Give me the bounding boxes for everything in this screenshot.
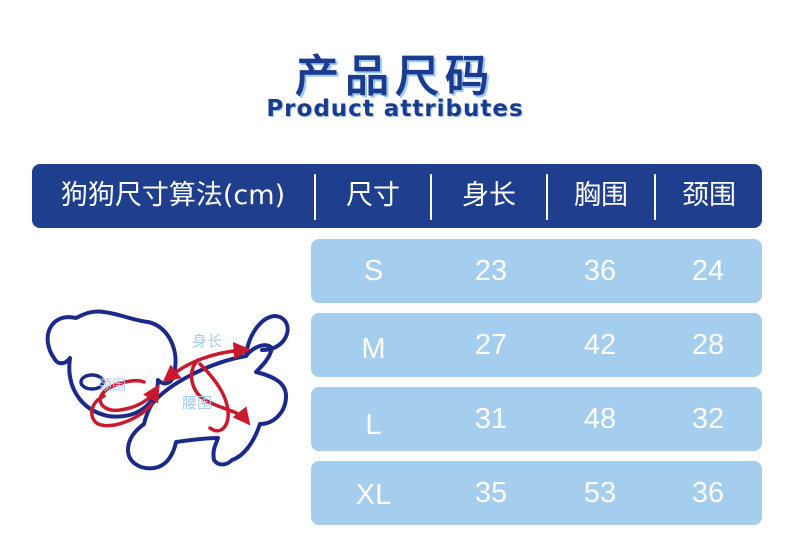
cell-neck: 32 [691,403,725,435]
cell-neck: 36 [691,477,725,509]
page-title: 产品尺码 [295,51,495,102]
cell-chest: 48 [583,403,617,435]
cell-size: S [363,255,384,287]
header-size: 尺寸 [346,180,400,211]
cell-neck: 24 [691,255,725,287]
cell-neck: 28 [691,329,725,361]
header-length: 身长 [462,180,516,211]
dog-eye [79,373,105,391]
table-row: S 23 36 24 [311,239,762,303]
label-waist: 腰围 [182,394,212,412]
cell-chest: 42 [583,329,617,361]
header-method: 狗狗尺寸算法(cm) [60,180,286,211]
neck-circumference-loop [98,379,160,413]
header-neck: 颈围 [682,180,736,211]
cell-size: L [365,409,382,441]
body-length-arrow [162,342,251,383]
label-neck: 颈围 [98,378,126,394]
cell-length: 27 [474,329,508,361]
cell-chest: 53 [583,477,617,509]
header-divider [654,174,656,220]
table-row: L 31 48 32 [311,387,762,451]
header-divider [546,174,548,220]
label-body-length: 身长 [192,332,222,350]
dog-measurement-diagram: 身长 颈围 腰围 [45,309,290,471]
cell-chest: 36 [583,255,617,287]
cell-size: XL [355,479,392,511]
table-header: 狗狗尺寸算法(cm) 尺寸 身长 胸围 颈围 [32,164,762,228]
page-subtitle: Product attributes [266,96,524,122]
cell-length: 35 [474,477,508,509]
header-chest: 胸围 [574,180,628,211]
dog-head-outline [45,309,178,419]
table-row: XL 35 53 36 [311,461,762,525]
dog-tail-outline [244,314,290,358]
cell-length: 23 [474,255,508,287]
cell-size: M [361,333,386,365]
waist-circumference-loop [189,358,251,426]
header-divider [314,174,316,220]
header-divider [430,174,432,220]
cell-length: 31 [474,403,508,435]
table-row: M 27 42 28 [311,313,762,377]
